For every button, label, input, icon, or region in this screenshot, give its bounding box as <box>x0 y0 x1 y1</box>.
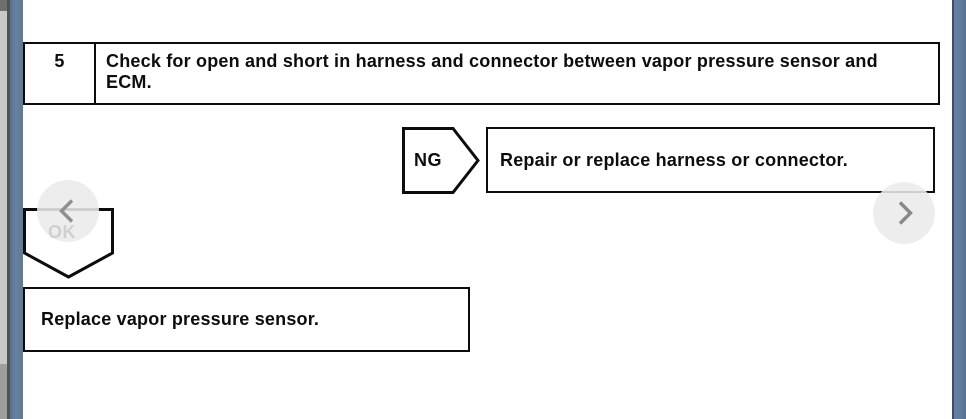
chevron-right-icon <box>898 201 913 225</box>
step-number-cell: 5 <box>25 44 96 103</box>
ng-result-box: Repair or replace harness or connector. <box>486 127 935 193</box>
left-scroll-track <box>0 0 7 419</box>
step-number: 5 <box>54 51 65 71</box>
ok-result-text: Replace vapor pressure sensor. <box>41 309 320 329</box>
chevron-left-icon <box>59 199 74 223</box>
right-window-edge-bar <box>952 0 966 419</box>
step-text-cell: Check for open and short in harness and … <box>96 44 906 103</box>
step-box: 5 Check for open and short in harness an… <box>23 42 940 105</box>
ng-label: NG <box>414 150 442 170</box>
ok-result-box: Replace vapor pressure sensor. <box>23 287 470 352</box>
left-scroll-track-bottom-cap <box>0 364 7 419</box>
prev-page-button[interactable] <box>37 180 99 242</box>
left-edge-divider <box>7 0 10 419</box>
step-instruction-text: Check for open and short in harness and … <box>106 51 878 92</box>
ng-result-text: Repair or replace harness or connector. <box>500 149 848 170</box>
left-window-edge-bar <box>10 0 23 419</box>
ng-branch-pentagon: NG <box>402 127 480 194</box>
next-page-button[interactable] <box>873 182 935 244</box>
ng-arrow-shape <box>402 127 480 194</box>
left-scroll-track-top-cap <box>0 0 7 11</box>
